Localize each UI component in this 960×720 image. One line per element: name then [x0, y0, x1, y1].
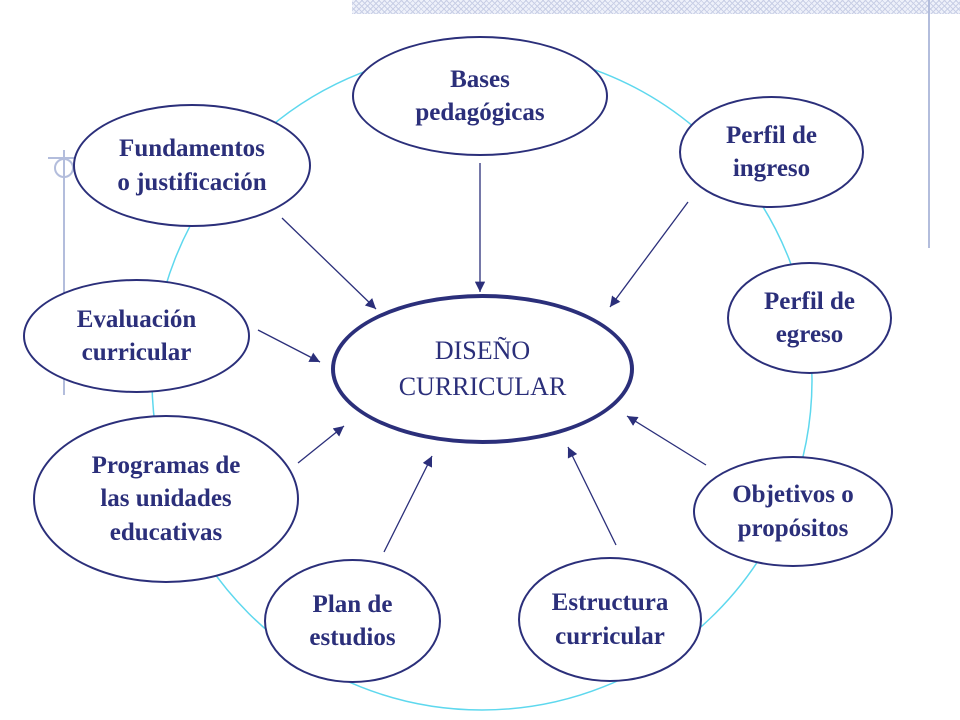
arrow-objetivos — [626, 415, 707, 466]
node-plan-de-estudios: Plan de estudios — [264, 559, 441, 683]
node-programas-unidades-educativas: Programas de las unidades educativas — [33, 415, 299, 583]
arrow-plan — [383, 455, 433, 553]
arrow-evaluacion — [257, 329, 321, 363]
node-perfil-ingreso: Perfil de ingreso — [679, 96, 864, 208]
node-objetivos-propositos: Objetivos o propósitos — [693, 456, 893, 567]
decorative-vertical-rule — [928, 0, 930, 248]
node-estructura-curricular: Estructura curricular — [518, 557, 702, 682]
center-node-diseno-curricular: DISEÑO CURRICULAR — [331, 294, 634, 444]
node-fundamentos-justificacion: Fundamentos o justificación — [73, 104, 311, 227]
arrow-programas — [297, 425, 345, 464]
arrow-fundamentos — [281, 217, 377, 310]
arrow-estructura — [567, 446, 617, 546]
node-bases-pedagogicas: Bases pedagógicas — [352, 36, 608, 156]
node-perfil-egreso: Perfil de egreso — [727, 262, 892, 374]
arrow-perfil-ingreso — [609, 201, 689, 308]
header-hatch-band — [352, 0, 960, 14]
node-evaluacion-curricular: Evaluación curricular — [23, 279, 250, 393]
